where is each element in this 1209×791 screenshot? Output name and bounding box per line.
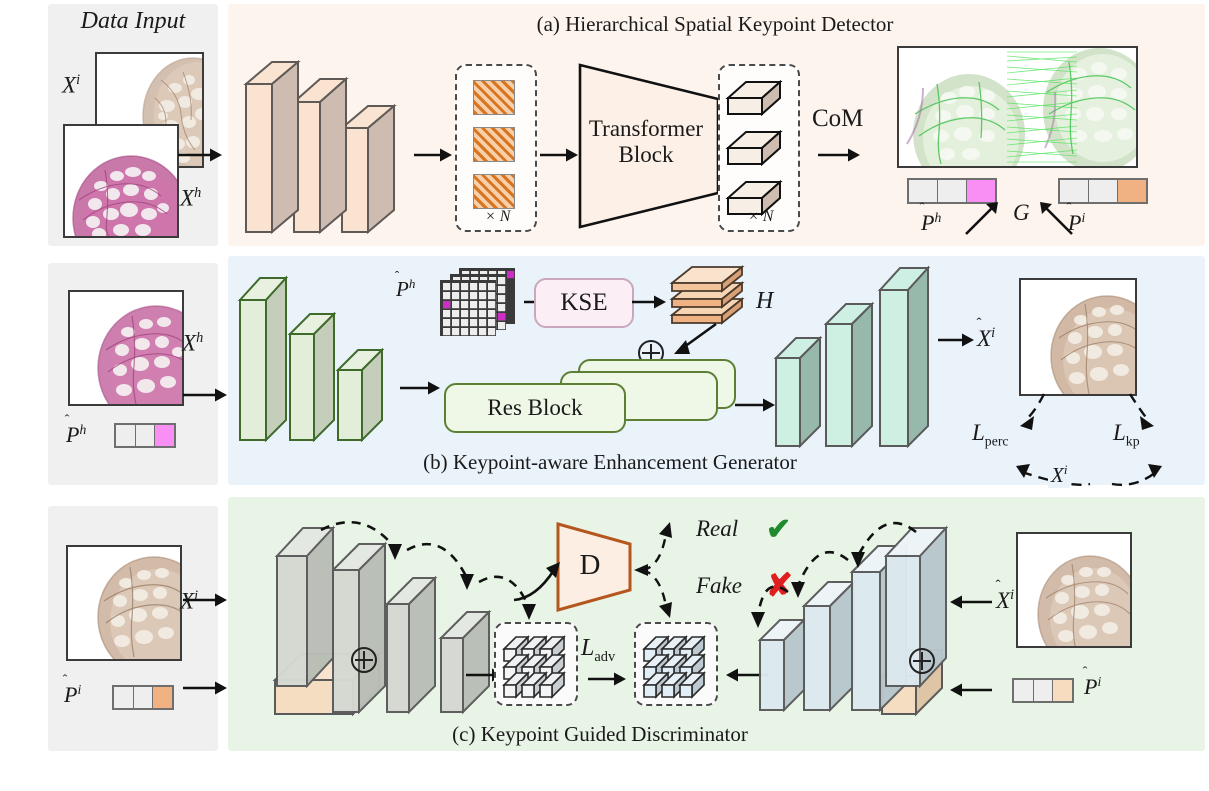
kp-cell xyxy=(1118,180,1146,202)
kp-cell xyxy=(155,425,175,446)
arrow-resblock-to-decoder xyxy=(735,398,775,412)
transformer-block-label: Transformer Block xyxy=(580,116,712,168)
arrow-tokens-to-transformer xyxy=(540,148,578,162)
panel-b-target-label: Xi xyxy=(1048,462,1071,488)
panel-c-right-input-label: X̂i xyxy=(996,587,1015,613)
panel-c-right-feature-cube xyxy=(642,635,706,699)
kp-cell xyxy=(116,425,136,446)
arrow-encoder-to-resblock xyxy=(400,381,440,395)
panel-a-kp-he-label: P̂h xyxy=(921,210,942,236)
data-input-title: Data Input xyxy=(80,8,186,34)
panel-b-loss-kp: Lkp xyxy=(1113,420,1140,449)
panel-c-input-image xyxy=(66,545,182,661)
arrow-encoder-to-tokens-a xyxy=(414,148,452,162)
panel-a-keypoint-bar-he xyxy=(907,178,997,204)
kp-cell xyxy=(114,687,134,708)
panel-c-left-skip-arrows xyxy=(320,521,536,620)
panel-a-embedding-multiplier: × N xyxy=(748,208,774,225)
panel-a-token-1 xyxy=(473,127,515,162)
arrow-right-input-to-encoder xyxy=(950,595,992,609)
arrow-com xyxy=(818,148,860,162)
panel-a-matching-label: G xyxy=(1013,200,1030,225)
panel-c-right-add-operator xyxy=(909,648,935,674)
panel-b-caption: (b) Keypoint-aware Enhancement Generator xyxy=(423,450,797,474)
panel-c-left-feature-cube xyxy=(502,635,566,699)
kp-cell xyxy=(909,180,938,202)
panel-b-heatmap-label: P̂h xyxy=(396,276,416,301)
panel-c-left-encoder xyxy=(272,525,492,717)
panel-a-embedding-boxes xyxy=(725,79,783,217)
panel-b-kp-label: P̂h xyxy=(66,422,87,448)
arrow-input-to-encoder-a xyxy=(178,148,222,162)
panel-c-keypoint-bar-right xyxy=(1012,678,1074,703)
discriminator-block xyxy=(556,522,632,612)
fake-cross-icon: ✘ xyxy=(766,567,793,603)
kse-label: KSE xyxy=(560,289,608,316)
kp-cell xyxy=(135,425,156,446)
panel-c-loss-adv: Ladv xyxy=(581,635,616,665)
data-input-he-label: Xh xyxy=(180,185,202,211)
kp-cell xyxy=(1033,680,1054,701)
arrow-features-to-discriminator xyxy=(513,562,560,602)
arrow-kse-to-h xyxy=(632,295,666,309)
kp-cell xyxy=(1089,180,1118,202)
res-block-1: Res Block xyxy=(444,383,626,433)
kp-cell xyxy=(967,180,995,202)
panel-c-kp-left-label: P̂i xyxy=(64,682,82,708)
panel-a-keypoint-bar-ihc xyxy=(1058,178,1148,204)
panel-b-loss-perc: Lperc xyxy=(972,420,1009,449)
panel-c-kp-right-label: P̂i xyxy=(1084,674,1102,700)
real-label: Real xyxy=(696,516,739,541)
panel-c-right-skip-arrows xyxy=(751,521,917,628)
data-input-he-image xyxy=(63,124,179,238)
panel-c-keypoint-bar-left xyxy=(112,685,174,710)
kse-block: KSE xyxy=(534,278,634,328)
panel-b-keypoint-bar xyxy=(114,423,176,448)
panel-c-realfake-branch xyxy=(634,522,672,618)
arrow-kp-ihc-to-g xyxy=(1040,202,1073,235)
arrow-kp-to-disc-enc xyxy=(183,681,227,695)
kp-cell xyxy=(1014,680,1034,701)
arrow-kp-he-to-g xyxy=(965,202,998,235)
panel-b-output-image xyxy=(1019,278,1137,396)
panel-a-token-multiplier: × N xyxy=(485,208,511,225)
discriminator-label: D xyxy=(579,549,601,581)
data-input-ihc-label: Xi xyxy=(62,72,81,98)
kp-cell xyxy=(1053,680,1073,701)
panel-c-left-add-operator xyxy=(351,647,377,673)
transformer-label-line1: Transformer xyxy=(588,116,704,141)
transformer-label-line2: Block xyxy=(618,141,674,167)
arrow-right-kp-to-encoder xyxy=(950,683,992,697)
panel-c-caption: (c) Keypoint Guided Discriminator xyxy=(452,722,748,746)
arrow-decoder-to-output-b xyxy=(938,333,974,347)
panel-a-token-2 xyxy=(473,174,515,209)
kp-cell xyxy=(1060,180,1089,202)
panel-b-output-label: X̂i xyxy=(977,325,996,351)
arrow-loss-adv xyxy=(588,672,626,686)
panel-c-right-image xyxy=(1016,532,1132,648)
panel-b-input-label: Xh xyxy=(182,330,204,356)
keypoint-matching-visualization xyxy=(897,46,1138,168)
kp-cell xyxy=(153,687,173,708)
panel-b-input-image xyxy=(68,290,184,406)
arrow-input-to-encoder-b xyxy=(183,388,227,402)
panel-b-keypoint-heatmap xyxy=(440,268,515,336)
panel-a-kp-ihc-label: P̂i xyxy=(1068,210,1086,236)
panel-b-loss-arrows xyxy=(1016,393,1162,486)
kp-cell xyxy=(938,180,967,202)
panel-b-decoder-slabs xyxy=(773,265,931,449)
com-label: CoM xyxy=(812,105,864,132)
res-block-label: Res Block xyxy=(487,395,583,420)
panel-a-caption: (a) Hierarchical Spatial Keypoint Detect… xyxy=(536,12,894,36)
panel-b-H-label: H xyxy=(756,288,774,314)
arrow-h-to-add xyxy=(674,322,717,354)
kp-cell xyxy=(133,687,154,708)
fake-label: Fake xyxy=(696,573,742,598)
arrow-input-to-disc-enc xyxy=(183,593,227,607)
panel-a-encoder-slabs xyxy=(243,59,397,235)
panel-b-feature-stack-H xyxy=(669,265,745,325)
panel-b-encoder-slabs xyxy=(237,275,385,443)
real-check-icon: ✔ xyxy=(766,513,792,546)
panel-a-token-0 xyxy=(473,80,515,115)
